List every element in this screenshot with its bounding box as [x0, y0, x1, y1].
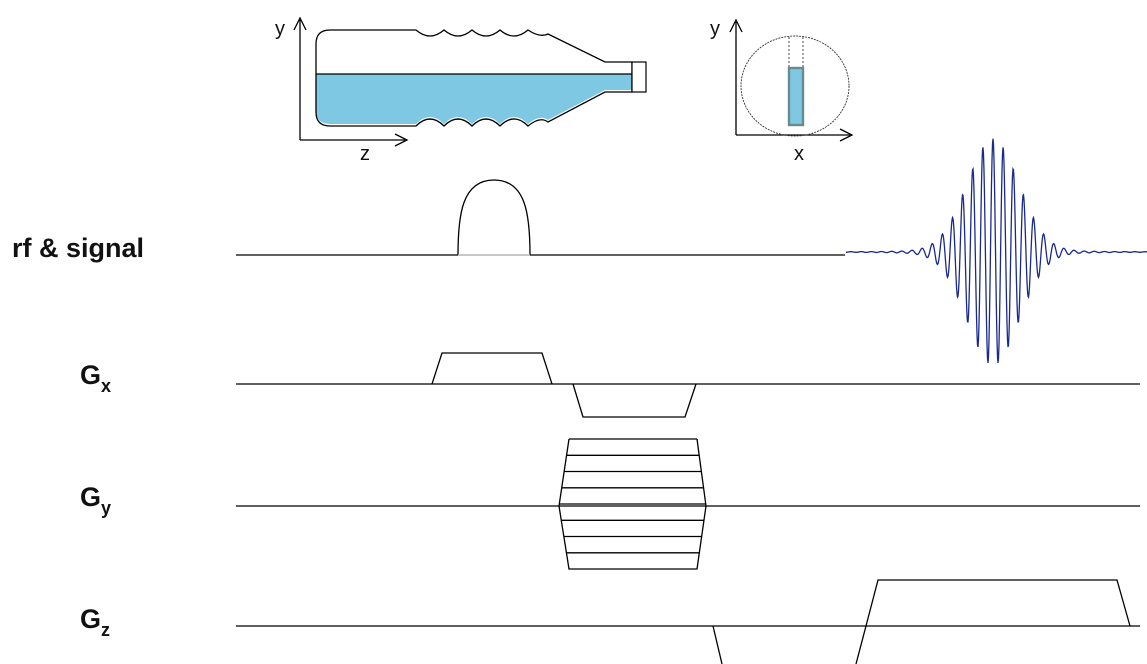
gz-negative-lobe-leading [712, 625, 723, 664]
rf-pulse [457, 179, 531, 256]
left-z-arrow [394, 133, 409, 147]
right-y-arrow [729, 18, 743, 33]
svg-text:z: z [101, 620, 110, 640]
bottle-water [316, 74, 632, 124]
gy-right-edge [696, 438, 707, 570]
gz-label: G z [80, 604, 110, 640]
bottle-outline [315, 29, 633, 127]
bottle-cap [631, 61, 647, 93]
slice-column [787, 66, 805, 127]
left-y-label: y [275, 18, 285, 40]
svg-text:x: x [101, 376, 111, 396]
echo-signal [846, 138, 1147, 363]
gx-row [236, 352, 1140, 418]
right-y-label: y [710, 18, 720, 40]
gy-phase-encode-table [558, 438, 707, 570]
cross-section-circle [740, 35, 850, 137]
svg-text:y: y [101, 498, 111, 518]
gy-left-edge [558, 438, 570, 570]
right-x-label: x [794, 143, 804, 165]
gy-label: G y [80, 482, 111, 518]
rf-signal-label: rf & signal [12, 233, 144, 263]
gx-positive-lobe [431, 352, 553, 385]
rf-row [236, 138, 1147, 363]
right-x-arrow [839, 128, 854, 142]
svg-text:G: G [80, 482, 101, 512]
left-y-arrow [293, 16, 307, 31]
cross-section-inset: y x [710, 18, 854, 165]
gx-negative-lobe [572, 383, 697, 418]
gx-label: G x [80, 360, 111, 396]
gz-row [236, 579, 1140, 664]
gz-positive-lobe [865, 579, 1131, 627]
left-z-label: z [360, 143, 370, 165]
gy-row [236, 438, 1140, 570]
svg-text:G: G [80, 360, 101, 390]
svg-text:G: G [80, 604, 101, 634]
bottle-inset: y z [275, 16, 647, 165]
gz-negative-lobe-trailing [855, 625, 867, 664]
